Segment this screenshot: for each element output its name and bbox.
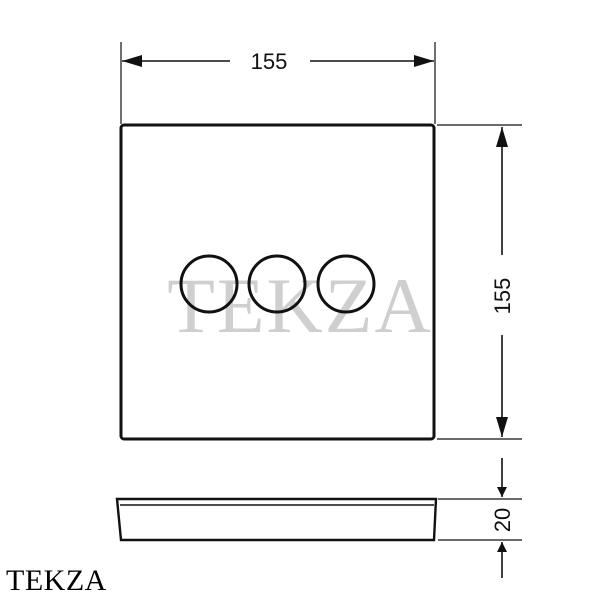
panel-side-view <box>115 497 438 542</box>
button-3-icon <box>316 254 376 314</box>
width-dimension-label: 155 <box>251 49 288 74</box>
button-2-icon <box>247 254 307 314</box>
brand-logo-text: TEKZA <box>6 564 107 597</box>
button-group <box>179 254 376 314</box>
height-dimension-label: 155 <box>490 278 515 315</box>
height-dimension: 155 <box>437 124 522 440</box>
width-dimension: 155 <box>120 42 436 124</box>
button-1-icon <box>179 254 239 314</box>
watermark-text: TEKZA <box>167 262 433 349</box>
depth-dimension-label: 20 <box>490 508 515 532</box>
side-view-outline <box>115 497 438 542</box>
depth-dimension: 20 <box>438 458 522 578</box>
panel-front-view <box>119 123 436 441</box>
